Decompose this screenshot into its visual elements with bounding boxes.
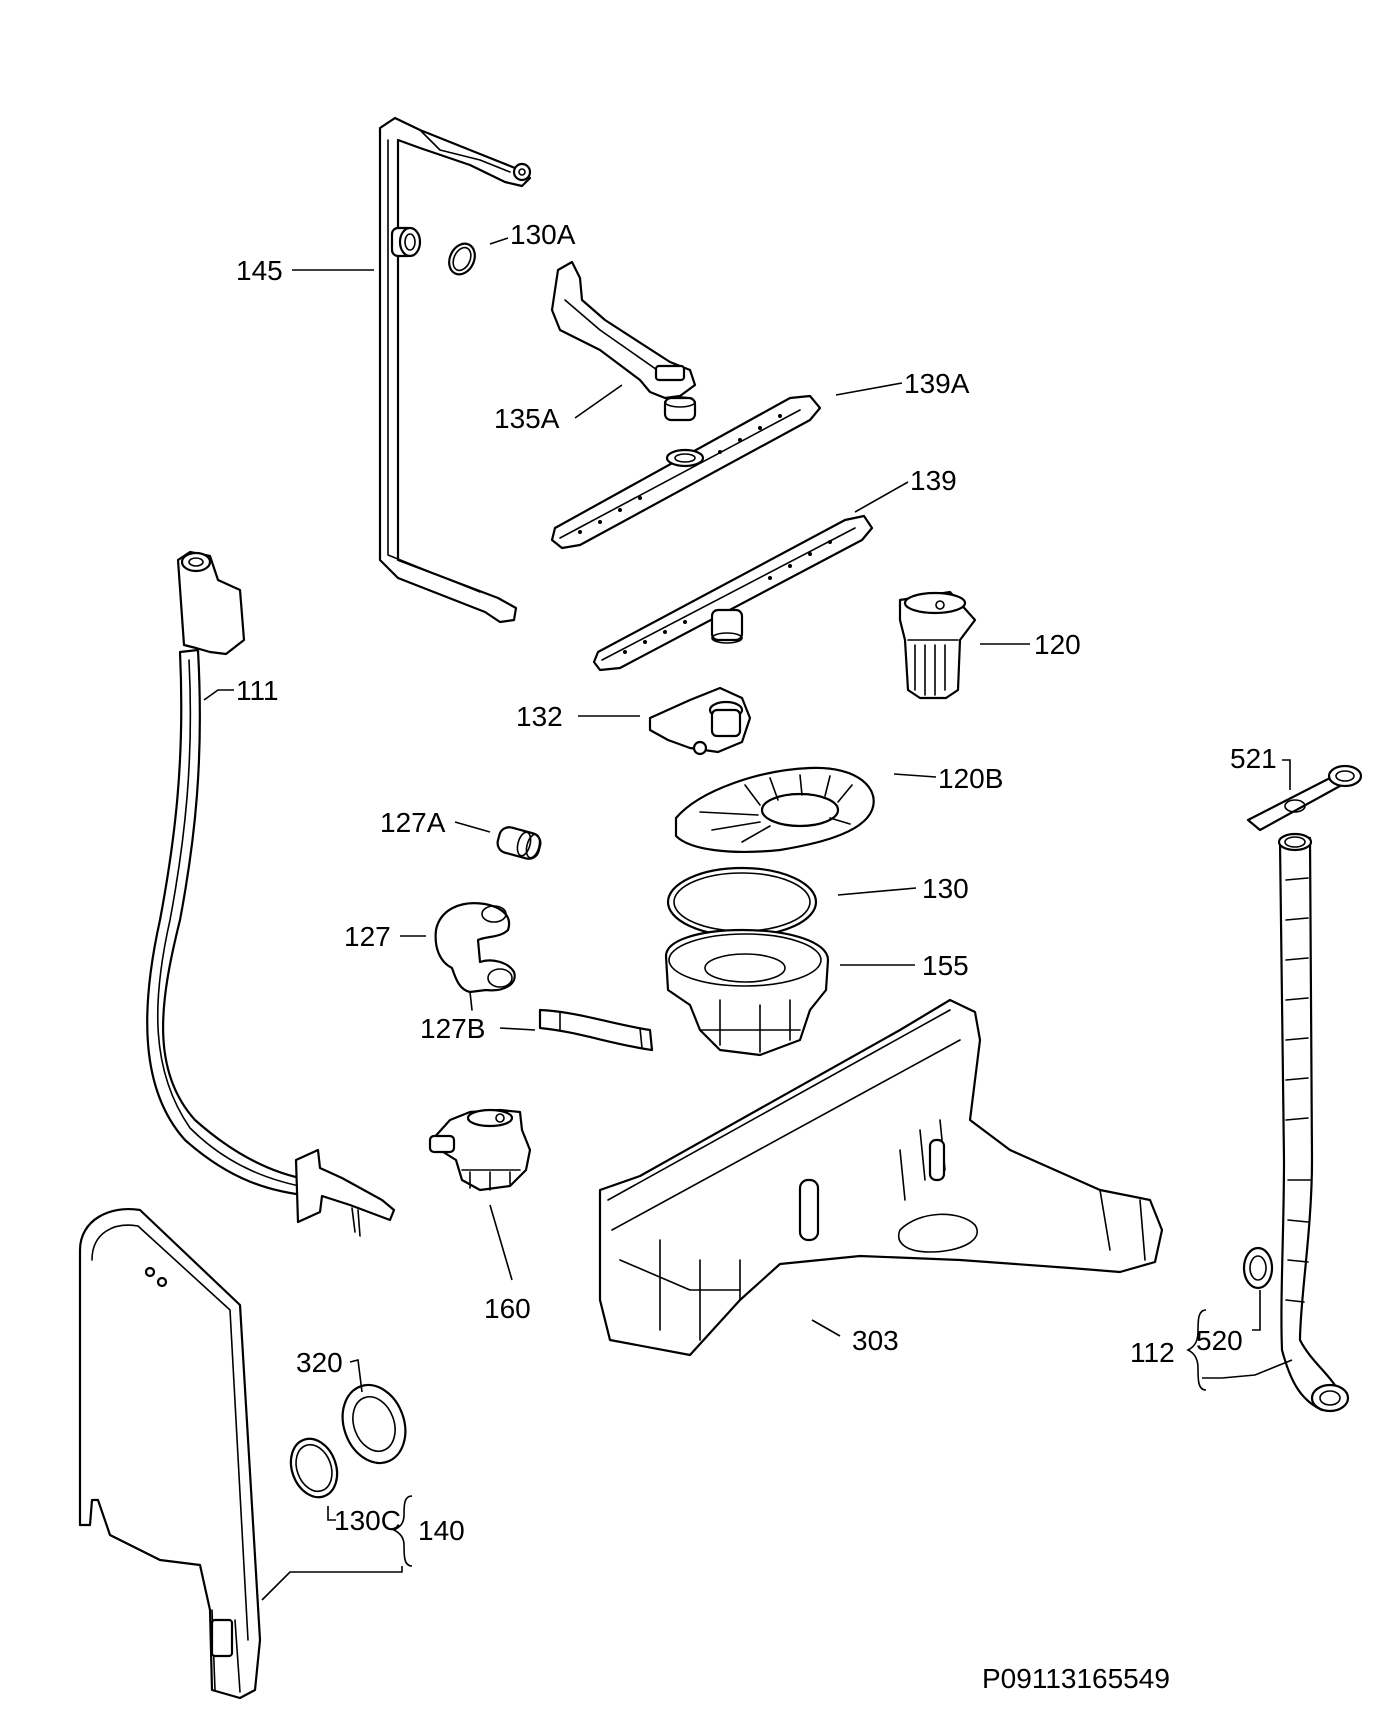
part-139A-upper-spray-arm: [550, 394, 822, 550]
part-127-elbow: [434, 902, 516, 1011]
label-111: 111: [236, 675, 279, 706]
part-111-inlet-hose: [146, 550, 396, 1237]
part-120B-filter-plate: [674, 766, 875, 853]
label-127B: 127B: [420, 1013, 485, 1044]
label-521: 521: [1230, 743, 1277, 774]
part-127A-connector: [496, 826, 542, 860]
label-127: 127: [344, 921, 391, 952]
label-135A: 135A: [494, 403, 560, 434]
label-139A: 139A: [904, 368, 970, 399]
part-140-side-panel: [78, 1207, 262, 1700]
label-160: 160: [484, 1293, 531, 1324]
label-130: 130: [922, 873, 969, 904]
label-320: 320: [296, 1347, 343, 1378]
label-130C: 130C: [334, 1505, 401, 1536]
label-145: 145: [236, 255, 283, 286]
part-160-drain-pump: [428, 1108, 532, 1192]
brace-112: [1186, 1309, 1207, 1391]
part-320-mount-ring: [341, 1383, 407, 1465]
part-127B-short-hose: [538, 1008, 654, 1052]
part-130C-gasket: [289, 1437, 339, 1499]
part-135A-arm-bracket: [550, 260, 697, 422]
label-303: 303: [852, 1325, 899, 1356]
brace-140: [392, 1495, 413, 1567]
part-155-sump: [664, 928, 830, 1057]
part-120-filter: [898, 590, 977, 700]
label-112: 112: [1130, 1337, 1175, 1368]
label-140: 140: [418, 1515, 465, 1546]
part-303-base-tray: [598, 998, 1164, 1357]
leader-lines: [203, 237, 1293, 1601]
label-120B: 120B: [938, 763, 1003, 794]
label-155: 155: [922, 950, 969, 981]
label-120: 120: [1034, 629, 1081, 660]
part-520-hose-support: [1242, 1246, 1274, 1290]
part-112-drain-hose: [1277, 832, 1350, 1413]
part-132-arm-support: [648, 686, 752, 756]
part-139-lower-spray-arm: [592, 514, 874, 672]
part-130A-o-ring: [448, 242, 476, 276]
label-132: 132: [516, 701, 563, 732]
label-127A: 127A: [380, 807, 446, 838]
drawing-code: P09113165549: [982, 1663, 1170, 1694]
part-130-seal-ring: [666, 866, 818, 938]
part-145-supply-pipe: [378, 116, 532, 624]
part-521-clip: [1246, 764, 1363, 832]
label-139: 139: [910, 465, 957, 496]
label-520: 520: [1196, 1325, 1243, 1356]
label-130A: 130A: [510, 219, 576, 250]
